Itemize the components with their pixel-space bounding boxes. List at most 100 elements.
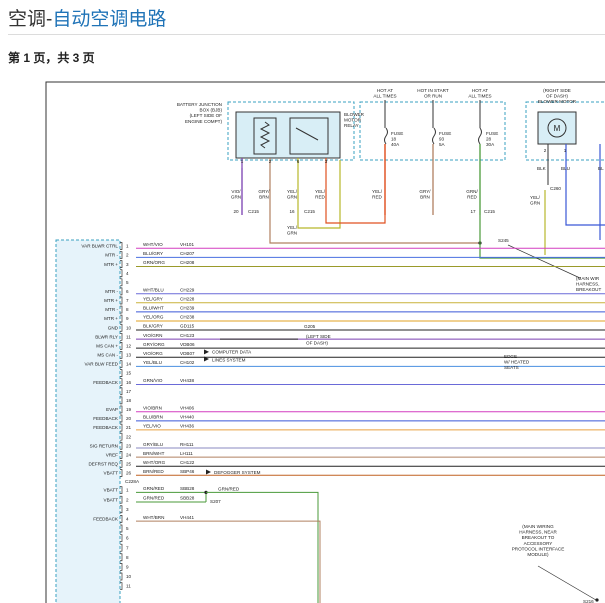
edge-note: SEATS (504, 365, 519, 370)
bjb-label: BOX (BJB) (200, 108, 223, 113)
pin-number: 23 (126, 443, 132, 448)
pin2-number: 3 (126, 507, 129, 512)
pin-number: 7 (126, 298, 129, 303)
relay-wire-color: GRN (287, 195, 297, 200)
motor-wire-blu (565, 144, 605, 226)
pin-circuit: CH208 (180, 260, 195, 265)
bottom-note: HARNESS, NEAR (519, 530, 557, 535)
pin-function: FEEDBACK (93, 425, 119, 430)
motor-yel-grn: YEL/ (530, 195, 541, 200)
pin2-bracket (120, 553, 123, 562)
pin2-number: 2 (126, 497, 129, 502)
pin-wire-color: YEL/VIO (143, 424, 161, 429)
motor-wire-color: BLU (561, 166, 570, 171)
pin2-circuit: SBB28 (180, 486, 195, 491)
main-harness-note: BREAKOUT (576, 287, 601, 292)
pin-bracket (120, 432, 123, 441)
relay-wire-color: BRN (259, 195, 269, 200)
pin-circuit: VH440 (180, 415, 194, 420)
pin-bracket (120, 251, 123, 259)
power-label: HOT AT (472, 88, 488, 93)
pin-wire-color: BLK/GRY (143, 324, 163, 329)
pin-wire-color: VIO/BRN (143, 405, 162, 410)
bjb-label: ENGINE COMPT) (185, 119, 222, 124)
bjb-label: (LEFT SIDE OF (190, 113, 223, 118)
pin-function: MTR + (104, 298, 118, 303)
pin-circuit: CH102 (180, 360, 195, 365)
relay-switch (295, 127, 319, 141)
pin-number: 21 (126, 425, 132, 430)
relay-wire-4 (325, 144, 386, 224)
edge-note: EDGE (504, 354, 517, 359)
edge-note: W/ HEATED (504, 360, 530, 365)
relay-wire-color: YEL/ (287, 189, 298, 194)
power-label: OR RUN (424, 94, 442, 99)
relay-pin: 3 (325, 159, 328, 164)
pin-bracket (120, 360, 123, 368)
pin-function: MS CAN - (97, 353, 118, 358)
pin-wire-color: VIO/GRN (143, 333, 162, 338)
pin-circuit: VH406 (180, 405, 194, 410)
pin2-number: 6 (126, 536, 129, 541)
relay-pin: 6 (297, 159, 300, 164)
pin-number: 9 (126, 316, 129, 321)
relay-label: BLOWER (344, 112, 365, 117)
pin-bracket (120, 351, 123, 359)
pin-number: 2 (126, 253, 129, 258)
pin-circuit: CH229 (180, 287, 195, 292)
pin-number: 20 (126, 416, 132, 421)
pin2-number: 1 (126, 488, 129, 493)
pin-number: 14 (126, 362, 132, 367)
pin-wire-color: GRN/ORG (143, 260, 165, 265)
pin-function: MTR - (105, 253, 118, 258)
pin-circuit: GD115 (180, 324, 195, 329)
pin2-function: FEEDBACK (93, 516, 119, 521)
pin-function: MS CAN + (96, 343, 118, 348)
pin-bracket (120, 332, 123, 341)
pin-circuit: VH101 (180, 242, 194, 247)
main-harness-note: HARNESS, (576, 282, 600, 287)
power-label: HOT IN START (417, 88, 449, 93)
pin-bracket (120, 287, 123, 296)
pin2-bracket (120, 534, 123, 542)
relay-coil (253, 117, 277, 155)
pin-function: VBATT (104, 471, 119, 476)
pin-number: 13 (126, 353, 132, 358)
pin-bracket (120, 469, 123, 477)
pin-bracket (120, 323, 123, 332)
c215-pin: 17 (470, 209, 476, 214)
motor-pin: 2 (544, 148, 547, 153)
title-prefix: 空调- (8, 9, 53, 30)
relay-wire-color: YEL/ (315, 189, 326, 194)
relay-label: RELAY (344, 123, 359, 128)
pin-circuit: VDB06 (180, 342, 195, 347)
title-divider (8, 34, 605, 35)
s207-label: S207 (210, 499, 221, 504)
bottom-note: (MAIN WIRING (522, 524, 554, 529)
relay-coil-winding (259, 121, 271, 149)
page-title: 空调-自动空调电路 (8, 4, 166, 31)
pin-function: BLWR RLY (95, 334, 118, 339)
title-link[interactable]: 自动空调电路 (52, 9, 167, 30)
g205-label: OF DASH) (306, 340, 328, 345)
pin2-number: 9 (126, 564, 129, 569)
pin-number: 25 (126, 462, 132, 467)
pin-bracket (120, 460, 123, 468)
defogger-label: DEFOGGER SYSTEM (214, 470, 261, 475)
pin-function: VAR BLWR CTRL (81, 244, 118, 249)
pin-wire-color: BLU/GRY (143, 251, 163, 256)
pin-wire-color: WHT/VIO (143, 242, 163, 247)
pin2-number: 10 (126, 574, 132, 579)
pin2-circuit: SBB28 (180, 496, 195, 501)
power-label: HOT AT (377, 88, 393, 93)
note-leader (507, 244, 581, 279)
fuse-28-icon (478, 127, 482, 145)
pin-wire-color: VIO/ORG (143, 351, 163, 356)
fuse-label: FUSE (486, 131, 498, 136)
motor-pin: 1 (564, 148, 567, 153)
relay-wire-2 (269, 168, 480, 244)
pin-wire-color: YEL/GRY (143, 296, 163, 301)
pin-bracket (120, 305, 123, 314)
pin-wire-color: YEL/ORG (143, 315, 164, 320)
